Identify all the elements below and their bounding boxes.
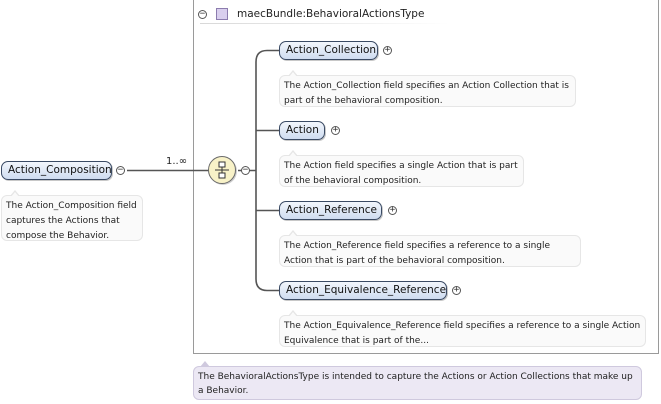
action-equivalence-reference-doc-text: The Action_Equivalence_Reference field s… — [284, 321, 641, 346]
action-reference-doc-text: The Action_Reference field specifies a r… — [284, 241, 551, 266]
complex-type-icon — [216, 8, 228, 20]
action-collection-doc-text: The Action_Collection field specifies an… — [284, 81, 569, 106]
collapse-type-icon[interactable]: − — [198, 9, 207, 19]
action-equivalence-reference-node[interactable]: Action_Equivalence_Reference — [279, 281, 447, 300]
action-reference-doc: The Action_Reference field specifies a r… — [279, 230, 581, 267]
cardinality-label: 1..∞ — [166, 156, 188, 167]
action-collection-node[interactable]: Action_Collection — [279, 41, 378, 60]
collapse-root-icon[interactable]: − — [116, 165, 125, 175]
action-collection-doc: The Action_Collection field specifies an… — [279, 70, 576, 107]
root-doc: The Action_Composition field captures th… — [1, 190, 143, 241]
expand-action-collection-icon[interactable]: + — [383, 45, 392, 55]
branch-spine — [255, 49, 279, 292]
type-doc-text: The BehavioralActionsType is intended to… — [198, 372, 633, 396]
root-doc-text: The Action_Composition field captures th… — [6, 201, 137, 241]
expand-action-reference-icon[interactable]: + — [388, 205, 397, 215]
action-node[interactable]: Action — [279, 121, 325, 140]
action-composition-node[interactable]: Action_Composition — [1, 161, 112, 180]
type-header-divider — [200, 23, 450, 24]
action-doc-text: The Action field specifies a single Acti… — [284, 161, 518, 186]
type-name: maecBundle:BehavioralActionsType — [237, 8, 425, 20]
sequence-compositor-icon[interactable] — [208, 156, 236, 184]
type-doc: The BehavioralActionsType is intended to… — [193, 361, 642, 400]
collapse-sequence-icon[interactable]: − — [241, 165, 250, 175]
action-reference-node[interactable]: Action_Reference — [279, 201, 382, 220]
action-doc: The Action field specifies a single Acti… — [279, 150, 524, 187]
expand-action-equivalence-reference-icon[interactable]: + — [452, 285, 461, 295]
action-equivalence-reference-doc: The Action_Equivalence_Reference field s… — [279, 310, 646, 347]
expand-action-icon[interactable]: + — [331, 125, 340, 135]
